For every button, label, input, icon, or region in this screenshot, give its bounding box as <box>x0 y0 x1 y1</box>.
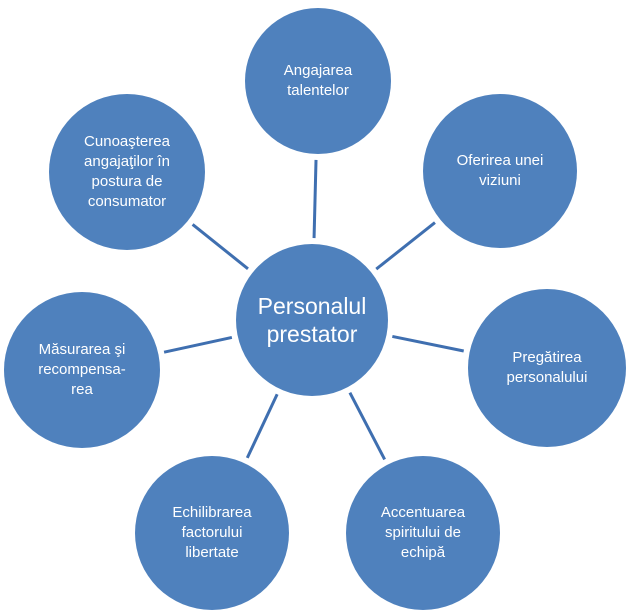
node-label-angajarea: Angajarea talentelor <box>283 62 353 99</box>
node-angajarea-talentelor: Angajarea talentelor <box>245 8 391 154</box>
connector-line <box>245 393 279 459</box>
connector-line <box>191 223 249 270</box>
node-label-cunoasterea: Cunoaşterea angajaţilor în postura de co… <box>84 133 170 210</box>
node-accentuarea-spiritului: Accentuarea spiritului de echipă <box>346 456 500 610</box>
node-label-masurarea: Măsurarea şi recompensa- rea <box>38 341 126 398</box>
center-node-label: Personalul prestator <box>257 293 367 347</box>
connector-line <box>392 334 465 353</box>
node-label-pregatirea: Pregătirea personalului <box>506 349 588 386</box>
connector-line <box>375 221 436 271</box>
node-label-oferirea: Oferirea unei viziuni <box>456 152 544 189</box>
center-node-personalul-prestator: Personalul prestator <box>236 244 388 396</box>
connector-line <box>348 392 386 461</box>
node-echilibrarea-factorului: Echilibrarea factorului libertate <box>135 456 289 610</box>
connector-line <box>312 159 318 239</box>
node-label-accentuarea: Accentuarea spiritului de echipă <box>380 504 466 561</box>
node-pregatirea-personalului: Pregătirea personalului <box>468 289 626 447</box>
connector-line <box>163 335 233 354</box>
node-cunoasterea-angajatilor: Cunoaşterea angajaţilor în postura de co… <box>49 94 205 250</box>
node-label-echilibrarea: Echilibrarea factorului libertate <box>172 504 252 561</box>
node-masurarea-recompensarea: Măsurarea şi recompensa- rea <box>4 292 160 448</box>
node-oferirea-unei-viziuni: Oferirea unei viziuni <box>423 94 577 248</box>
